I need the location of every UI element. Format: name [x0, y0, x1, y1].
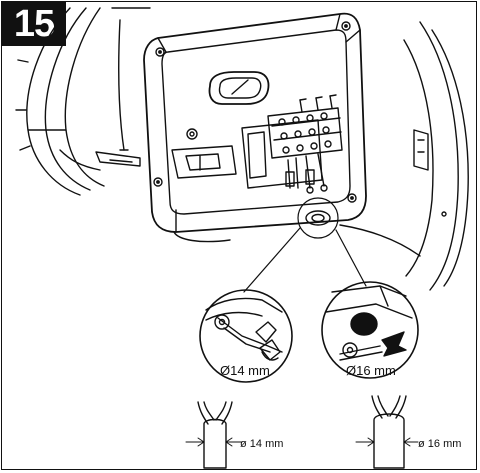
cable-right-16mm: ø 16 mm [355, 395, 461, 469]
left-duct-housing [15, 7, 151, 196]
callout-right-16mm: Ø16 mm [321, 281, 419, 379]
step-number-badge: 15 [2, 2, 66, 46]
callout-left-14mm: Ø14 mm [199, 289, 293, 383]
electrical-junction-box [143, 12, 367, 243]
cable-left-label: ø 14 mm [240, 438, 283, 450]
callout-right-label: Ø16 mm [346, 363, 396, 378]
terminal-block [267, 94, 343, 159]
cable-right-label: ø 16 mm [418, 438, 461, 450]
detail-leader-lines [243, 197, 367, 293]
callout-left-label: Ø14 mm [220, 363, 270, 378]
cable-left-14mm: ø 14 mm [185, 401, 283, 469]
right-duct-housing [339, 21, 469, 291]
